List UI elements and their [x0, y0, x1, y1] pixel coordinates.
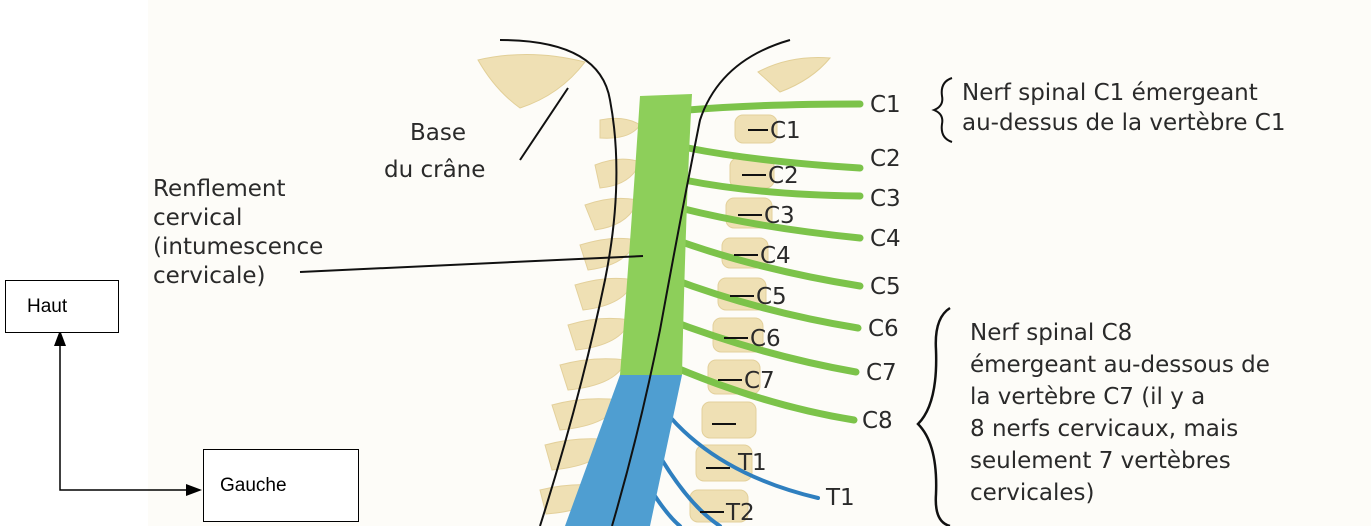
vertebra-label-t2: T2	[725, 500, 755, 526]
vertebra-label-c2: C2	[768, 163, 799, 189]
renflement-line1: Renflement	[153, 176, 285, 202]
c8-note-line2: émergeant au-dessous de	[970, 352, 1270, 378]
vertebra-label-c6: C6	[750, 326, 781, 352]
haut-box: Haut	[5, 280, 119, 333]
c1-note-line1: Nerf spinal C1 émergeant	[962, 80, 1258, 106]
c8-note-line3: la vertèbre C7 (il y a	[970, 384, 1205, 410]
renflement-line2: cervical	[153, 205, 242, 231]
vertebra-label-c5: C5	[756, 284, 787, 310]
vertebra-label-c4: C4	[760, 243, 791, 269]
c8-note-line6: cervicales)	[970, 480, 1095, 506]
nerve-label-c2: C2	[870, 146, 901, 172]
haut-label: Haut	[27, 296, 67, 318]
vertebra-label-c7: C7	[744, 368, 775, 394]
c8-note-line1: Nerf spinal C8	[970, 320, 1132, 346]
vertebra-label-c3: C3	[764, 203, 795, 229]
c1-note-line2: au-dessus de la vertèbre C1	[962, 110, 1286, 136]
renflement-line4: cervicale)	[153, 263, 266, 289]
nerve-label-c1: C1	[870, 92, 901, 118]
gauche-box: Gauche	[203, 449, 359, 522]
nerve-label-c4: C4	[870, 226, 901, 252]
nerve-label-c8: C8	[862, 408, 893, 434]
renflement-line3: (intumescence	[153, 234, 323, 260]
nerve-label-t1: T1	[825, 485, 855, 511]
vertebra-label-t1: T1	[737, 450, 767, 476]
gauche-label: Gauche	[220, 475, 287, 497]
vertebra-label-c1: C1	[770, 118, 801, 144]
c8-note-line4: 8 nerfs cervicaux, mais	[970, 416, 1238, 442]
base-crane-line1: Base	[410, 120, 466, 146]
nerve-label-c5: C5	[870, 274, 901, 300]
c8-note-line5: seulement 7 vertèbres	[970, 448, 1231, 474]
nerve-label-c3: C3	[870, 186, 901, 212]
nerve-label-c6: C6	[868, 316, 899, 342]
base-crane-line2: du crâne	[384, 157, 485, 183]
nerve-label-c7: C7	[866, 360, 897, 386]
